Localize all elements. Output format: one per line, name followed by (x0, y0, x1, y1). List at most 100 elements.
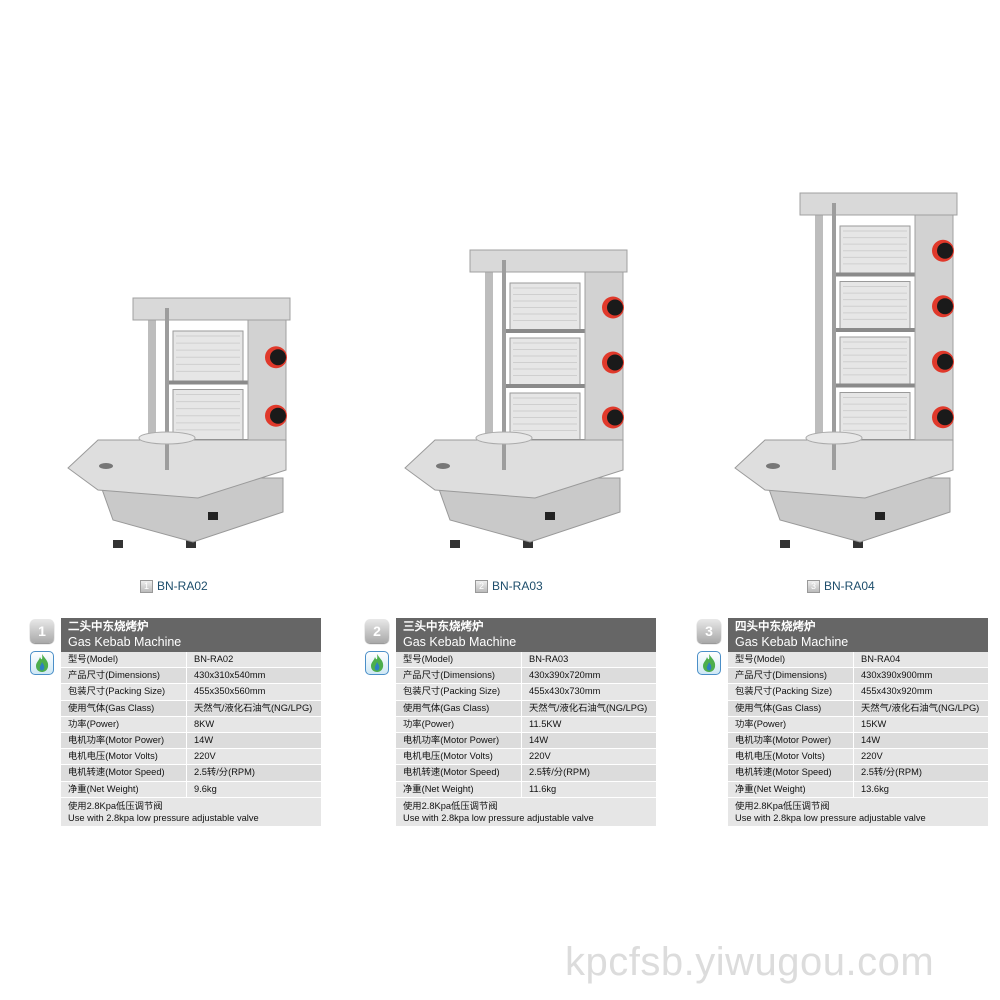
canopy (469, 249, 628, 273)
title-en: Gas Kebab Machine (68, 635, 182, 649)
spec-value: 2.5转/分(RPM) (529, 767, 590, 778)
gas-flame-icon (365, 651, 389, 675)
burner-panel (839, 225, 911, 274)
spec-value: 13.6kg (861, 783, 889, 794)
caption-number: 3 (807, 579, 820, 593)
spec-value: 220V (861, 751, 883, 762)
spec-label: 使用气体(Gas Class) (61, 700, 187, 716)
spec-label: 产品尺寸(Dimensions) (61, 668, 187, 684)
note-en: Use with 2.8kpa low pressure adjustable … (403, 812, 594, 823)
gas-flame-icon (30, 651, 54, 675)
spec-row: 型号(Model)BN-RA03 (396, 652, 656, 669)
spec-value: 2.5转/分(RPM) (861, 767, 922, 778)
spec-table-header: 四头中东烧烤炉 Gas Kebab Machine (728, 618, 988, 652)
spec-row: 功率(Power) 15KW (728, 716, 988, 733)
caption-model: BN-RA02 (157, 579, 208, 593)
spec-value: 430x310x540mm (194, 670, 266, 681)
spit-disc (805, 431, 863, 445)
caption-model: BN-RA03 (492, 579, 543, 593)
burner-panel (839, 281, 911, 330)
title-cn: 二头中东烧烤炉 (68, 621, 149, 633)
spec-value: 15KW (861, 718, 887, 729)
back-post (815, 213, 823, 460)
spec-label: 型号(Model) (61, 652, 187, 668)
model-caption: 1 BN-RA02 (140, 579, 208, 593)
spec-label: 包装尺寸(Packing Size) (61, 684, 187, 700)
number-badge: 2 (365, 619, 389, 643)
spec-row: 电机功率(Motor Power)14W (396, 732, 656, 750)
spec-label: 功率(Power) (396, 716, 522, 732)
spec-row: 产品尺寸(Dimensions) 430x310x540mm (61, 668, 321, 685)
spit-disc (475, 431, 533, 445)
spec-row: 型号(Model)BN-RA04 (728, 652, 988, 669)
spec-table-header: 二头中东烧烤炉 Gas Kebab Machine (61, 618, 321, 652)
power-switch-icon (545, 512, 555, 520)
spec-row: 净重(Net Weight)13.6kg (728, 781, 988, 798)
spec-label: 电机转速(Motor Speed) (61, 765, 187, 781)
note-cn: 使用2.8Kpa低压调节阀 (68, 800, 163, 811)
back-post (485, 270, 493, 460)
note-cn: 使用2.8Kpa低压调节阀 (403, 800, 498, 811)
spec-label: 电机电压(Motor Volts) (396, 749, 522, 765)
machine-foot (780, 540, 790, 548)
spec-label: 电机功率(Motor Power) (396, 732, 522, 749)
caption-number: 1 (140, 579, 153, 593)
back-post (148, 318, 156, 460)
gas-knob-icon (607, 409, 623, 426)
spec-row: 电机转速(Motor Speed)2.5转/分(RPM) (728, 765, 988, 782)
spec-value: 220V (194, 751, 216, 762)
drip-tray (734, 439, 954, 499)
machine-foot (523, 540, 533, 548)
spec-value: 14W (861, 734, 881, 745)
spec-label: 包装尺寸(Packing Size) (396, 684, 522, 700)
drain-hole (99, 463, 113, 469)
spec-value: 430x390x720mm (529, 670, 601, 681)
spec-row: 功率(Power)11.5KW (396, 716, 656, 733)
kebab-machine-image (734, 192, 958, 548)
spec-label: 功率(Power) (728, 716, 854, 732)
title-en: Gas Kebab Machine (735, 635, 849, 649)
gas-knob-icon (937, 298, 953, 315)
spec-value: 8KW (194, 718, 215, 729)
spit-disc (138, 431, 196, 445)
spec-label: 净重(Net Weight) (396, 781, 522, 797)
spec-row: 电机功率(Motor Power) 14W (728, 732, 988, 750)
burner-panel (509, 282, 581, 331)
spit-rod (832, 203, 836, 470)
spec-table: 二头中东烧烤炉 Gas Kebab Machine 型号(Model)BN-RA… (61, 618, 321, 826)
drain-hole (766, 463, 780, 469)
spec-value: 455x430x920mm (861, 686, 933, 697)
spec-value: BN-RA03 (529, 654, 569, 664)
spec-table-header: 三头中东烧烤炉 Gas Kebab Machine (396, 618, 656, 652)
spec-row: 电机电压(Motor Volts) 220V (728, 749, 988, 766)
spec-row: 电机功率(Motor Power)14W (61, 732, 321, 750)
spec-row: 包装尺寸(Packing Size)455x350x560mm (61, 684, 321, 701)
spec-label: 型号(Model) (728, 652, 854, 668)
spec-label: 使用气体(Gas Class) (728, 700, 854, 716)
spec-row: 产品尺寸(Dimensions) 430x390x720mm (396, 668, 656, 685)
machine-foot (853, 540, 863, 548)
spec-table: 四头中东烧烤炉 Gas Kebab Machine 型号(Model)BN-RA… (728, 618, 988, 826)
spec-label: 电机电压(Motor Volts) (728, 749, 854, 765)
spec-table: 三头中东烧烤炉 Gas Kebab Machine 型号(Model)BN-RA… (396, 618, 656, 826)
spec-value: 11.6kg (529, 783, 557, 794)
caption-model: BN-RA04 (824, 579, 875, 593)
spec-row: 使用气体(Gas Class)天然气/液化石油气(NG/LPG) (728, 700, 988, 717)
gas-knob-icon (937, 409, 953, 426)
burner-bracket (835, 383, 915, 388)
spec-value: 455x430x730mm (529, 686, 601, 697)
spec-label: 产品尺寸(Dimensions) (396, 668, 522, 684)
number-badge: 1 (30, 619, 54, 643)
model-caption: 3 BN-RA04 (807, 579, 875, 593)
burner-bracket (168, 380, 248, 385)
note-en: Use with 2.8kpa low pressure adjustable … (735, 812, 926, 823)
spec-label: 净重(Net Weight) (61, 781, 187, 797)
spec-row: 电机转速(Motor Speed)2.5转/分(RPM) (61, 765, 321, 782)
spec-label: 电机功率(Motor Power) (728, 732, 854, 749)
title-cn: 四头中东烧烤炉 (735, 621, 816, 633)
spec-value: 天然气/液化石油气(NG/LPG) (194, 702, 313, 713)
gas-knob-icon (607, 299, 623, 316)
